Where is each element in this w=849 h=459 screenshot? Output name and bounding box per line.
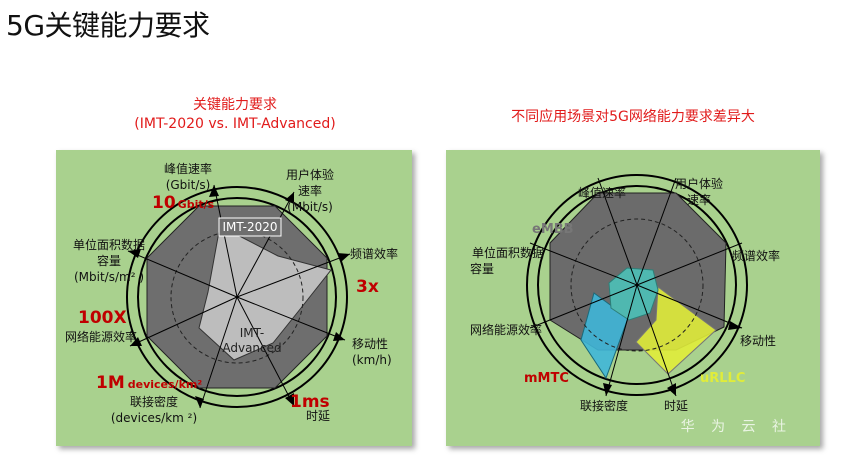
r-spectrum-eff-label: 频谱效率 bbox=[732, 248, 780, 263]
r-user-rate-label-2: 速率 bbox=[687, 192, 711, 207]
density-unit: (devices/km ²) bbox=[111, 411, 197, 425]
spectrum-eff-label: 频谱效率 bbox=[350, 246, 398, 261]
r-peak-rate-label: 峰值速率 bbox=[578, 185, 626, 200]
latency-label: 时延 bbox=[306, 409, 330, 423]
embb-label: eMBB bbox=[532, 222, 574, 237]
left-radar-svg: IMT-2020 IMT- Advanced 峰值速率 (Gbit/s) 用户体… bbox=[65, 161, 398, 425]
area-capacity-unit: (Mbit/s/m² ) bbox=[74, 270, 144, 284]
left-spokes bbox=[127, 184, 351, 409]
imt2020-label: IMT-2020 bbox=[223, 220, 278, 234]
imt-advanced-area bbox=[198, 225, 332, 361]
energy-eff-label: 网络能源效率 bbox=[65, 329, 137, 344]
left-caption-line2: (IMT-2020 vs. IMT-Advanced) bbox=[134, 116, 336, 132]
imt-advanced-label-2: Advanced bbox=[222, 341, 281, 355]
r-area-capacity-label-1: 单位面积数据 bbox=[472, 245, 544, 260]
density-label: 联接密度 bbox=[130, 394, 178, 409]
page-title: 5G关键能力要求 bbox=[6, 9, 210, 42]
user-rate-unit: (Mbit/s) bbox=[287, 200, 333, 214]
right-dashed-ring bbox=[570, 218, 704, 352]
mobility-unit: (km/h) bbox=[352, 353, 392, 367]
right-spokes bbox=[529, 177, 743, 397]
imt-advanced-label-1: IMT- bbox=[240, 326, 264, 340]
mobility-label: 移动性 bbox=[352, 337, 388, 351]
r-latency-label: 时延 bbox=[664, 399, 688, 413]
urllc-label: uRLLC bbox=[700, 371, 745, 386]
right-radar-panel: 峰值速率 用户体验 速率 频谱效率 移动性 时延 联接密度 网络能源效率 单位面… bbox=[446, 150, 820, 446]
r-mobility-label: 移动性 bbox=[740, 334, 776, 348]
watermark: 华 为 云 社 bbox=[680, 419, 792, 435]
right-outer-ring bbox=[526, 174, 748, 396]
left-radar-panel: IMT-2020 IMT- Advanced 峰值速率 (Gbit/s) 用户体… bbox=[56, 150, 412, 446]
mmtc-label: mMTC bbox=[524, 371, 569, 386]
spectrum-eff-value: 3x bbox=[356, 277, 379, 297]
peak-rate-label: 峰值速率 bbox=[164, 161, 212, 176]
left-arrowheads bbox=[128, 185, 350, 408]
r-user-rate-label-1: 用户体验 bbox=[675, 176, 723, 191]
user-rate-label-2: 速率 bbox=[298, 183, 322, 198]
right-arrowheads bbox=[603, 321, 742, 396]
r-energy-eff-label: 网络能源效率 bbox=[470, 322, 542, 337]
r-density-label: 联接密度 bbox=[580, 398, 628, 413]
area-capacity-label-2: 容量 bbox=[97, 253, 121, 268]
right-radar-svg: 峰值速率 用户体验 速率 频谱效率 移动性 时延 联接密度 网络能源效率 单位面… bbox=[470, 174, 780, 413]
urllc-area bbox=[635, 286, 717, 375]
left-inner-ring bbox=[137, 197, 337, 397]
left-caption: 关键能力要求 (IMT-2020 vs. IMT-Advanced) bbox=[110, 96, 360, 134]
r-area-capacity-label-2: 容量 bbox=[470, 261, 494, 276]
area-capacity-label-1: 单位面积数据 bbox=[73, 237, 145, 252]
user-rate-label-1: 用户体验 bbox=[286, 167, 334, 182]
peak-rate-unit: (Gbit/s) bbox=[166, 178, 211, 192]
latency-value: 1ms bbox=[290, 392, 330, 412]
right-inner-ring bbox=[537, 185, 737, 385]
imt2020-label-box bbox=[218, 217, 282, 237]
left-caption-line1: 关键能力要求 bbox=[193, 97, 277, 113]
right-caption: 不同应用场景对5G网络能力要求差异大 bbox=[511, 109, 755, 125]
left-outer-ring bbox=[126, 186, 348, 408]
energy-eff-value: 100X bbox=[78, 308, 127, 328]
